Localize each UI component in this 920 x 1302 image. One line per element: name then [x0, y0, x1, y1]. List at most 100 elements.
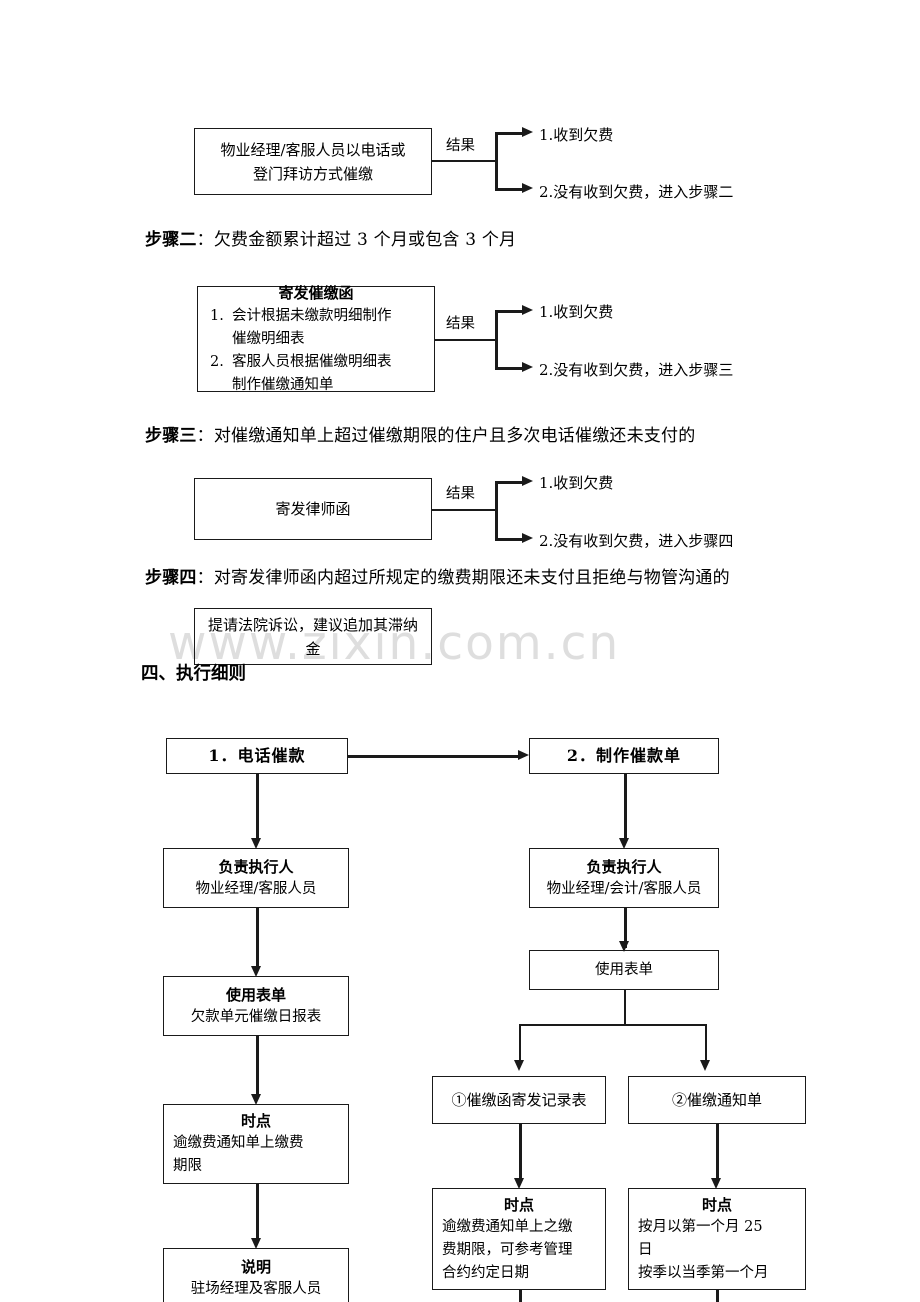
flow-left-node-4-sub: 驻场经理及客服人员 [190, 1280, 322, 1297]
flow-left-arrow-4 [251, 1238, 261, 1249]
flow-right-node-2-sub: 使用表单 [595, 961, 653, 978]
step-two-branch-text-1: 1.收到欠费 [539, 303, 614, 321]
flow-left-node-4: 说明 驻场经理及客服人员 [163, 1248, 349, 1302]
flow-left-arrow-3 [251, 1094, 261, 1105]
flow-left-node-3-sub-1: 逾缴费通知单上缴费 [173, 1135, 304, 1151]
step-one-branch-lower-arrow [522, 183, 533, 193]
flow-right-arrow-1 [619, 838, 629, 849]
step-three-heading-colon: ： [196, 426, 214, 446]
step-one-branch-lower-line [495, 188, 524, 191]
section-four-heading: 四、执行细则 [141, 664, 246, 684]
step-two-item-1-num: 1. [210, 307, 224, 324]
flow-head-connector-line [348, 755, 521, 758]
flow-left-node-3-title: 时点 [240, 1112, 271, 1130]
step-two-item-2-line-2: 制作催缴通知单 [232, 376, 334, 393]
step-three-box: 寄发律师函 [194, 478, 432, 540]
flow-left-node-3: 时点 逾缴费通知单上缴费 期限 [163, 1104, 349, 1184]
flow-left-line-4 [256, 1184, 259, 1242]
step-three-connector-line [432, 509, 496, 511]
step-two-branch-upper-line [495, 310, 524, 313]
flow-right-line-2 [624, 908, 627, 948]
list-item: 2. 客服人员根据催缴明细表 制作催缴通知单 [198, 351, 428, 397]
flow-right-time-2-title: 时点 [701, 1195, 732, 1214]
flow-right-time-2-tail [716, 1290, 719, 1302]
watermark-text: www.zixin.com.cn [168, 616, 621, 671]
flow-left-node-2-title: 使用表单 [225, 985, 286, 1004]
flow-right-form-2-line [716, 1124, 719, 1182]
flow-left-head-box: 1．电话催款 [166, 738, 348, 774]
flow-left-node-2: 使用表单 欠款单元催缴日报表 [163, 976, 349, 1036]
flow-right-head-label: 2．制作催款单 [566, 746, 682, 765]
step-four-heading-colon: ： [196, 568, 214, 588]
flow-right-time-2-sub-1: 按月以第一个月 25 [638, 1218, 763, 1235]
flow-left-line-3 [256, 1036, 259, 1098]
flow-right-time-1-tail [519, 1290, 522, 1302]
flow-right-time-2: 时点 按月以第一个月 25 日 按季以当季第一个月 [628, 1188, 806, 1290]
step-two-branch-text-2: 2.没有收到欠费，进入步骤三 [539, 361, 734, 379]
step-two-item-1-line-1: 会计根据未缴款明细制作 [232, 307, 392, 324]
flow-right-time-1-title: 时点 [503, 1195, 534, 1214]
flow-right-time-1-sub-2: 费期限，可参考管理 [442, 1241, 573, 1258]
step-four-heading: 步骤四：对寄发律师函内超过所规定的缴费期限还未支付且拒绝与物管沟通的 [145, 566, 730, 590]
step-two-box-title: 寄发催缴函 [278, 283, 354, 302]
step-two-box-list: 1. 会计根据未缴款明细制作 催缴明细表 2. 客服人员根据催缴明细表 制作催缴… [198, 305, 434, 397]
step-four-box-text: 提请法院诉讼，建议追加其滞纳金 [207, 615, 418, 658]
flow-right-form-2-arrow [711, 1178, 721, 1189]
step-two-heading: 步骤二：欠费金额累计超过 3 个月或包含 3 个月 [145, 228, 516, 252]
step-one-box-line-2: 登门拜访方式催缴 [252, 164, 373, 183]
step-three-branch-upper-arrow [522, 476, 533, 486]
step-two-branch-upper-arrow [522, 305, 533, 315]
flow-right-form-1-label: ①催缴函寄发记录表 [451, 1091, 587, 1109]
flow-right-form-1-line [519, 1124, 522, 1182]
flow-right-time-1-sub-1: 逾缴费通知单上之缴 [442, 1218, 573, 1235]
step-one-branch-text-2: 2.没有收到欠费，进入步骤二 [539, 183, 734, 201]
flow-right-split-right-arrow [700, 1060, 710, 1071]
step-three-heading: 步骤三：对催缴通知单上超过催缴期限的住户且多次电话催缴还未支付的 [145, 424, 695, 448]
flow-left-node-1-sub: 物业经理/客服人员 [195, 880, 317, 897]
step-one-result-label: 结果 [446, 138, 475, 154]
flow-right-time-2-sub-3: 按季以当季第一个月 [638, 1264, 769, 1281]
list-item: 1. 会计根据未缴款明细制作 催缴明细表 [198, 305, 428, 351]
step-two-result-label: 结果 [446, 316, 475, 332]
step-three-heading-label: 步骤三 [145, 426, 197, 446]
step-two-heading-text: 欠费金额累计超过 3 个月或包含 3 个月 [213, 230, 517, 250]
flow-right-arrow-2 [619, 941, 629, 952]
step-three-box-text: 寄发律师函 [275, 500, 351, 518]
flow-left-line-2 [256, 908, 259, 970]
flow-left-node-1-title: 负责执行人 [218, 857, 294, 876]
flow-left-arrow-2 [251, 966, 261, 977]
flow-left-line-1 [256, 774, 259, 842]
step-one-branch-upper-arrow [522, 127, 533, 137]
flow-left-head-label: 1．电话催款 [208, 746, 306, 765]
flow-right-split-right-line [705, 1024, 707, 1064]
flow-right-split-stem [624, 990, 626, 1025]
flow-right-node-1: 负责执行人 物业经理/会计/客服人员 [529, 848, 719, 908]
step-two-item-2-num: 2. [210, 353, 224, 370]
flow-right-time-1: 时点 逾缴费通知单上之缴 费期限，可参考管理 合约约定日期 [432, 1188, 606, 1290]
step-four-heading-label: 步骤四 [145, 568, 197, 588]
flow-left-node-3-sub-2: 期限 [173, 1158, 202, 1174]
step-three-branch-stem [495, 482, 498, 539]
flow-right-time-2-sub-2: 日 [638, 1241, 653, 1258]
step-two-branch-stem [495, 311, 498, 368]
flow-right-form-1-arrow [514, 1178, 524, 1189]
flow-right-node-1-title: 负责执行人 [586, 857, 662, 876]
step-three-branch-lower-line [495, 538, 524, 541]
step-three-branch-text-2: 2.没有收到欠费，进入步骤四 [539, 532, 734, 550]
step-three-branch-upper-line [495, 481, 524, 484]
step-two-heading-colon: ： [196, 230, 214, 250]
step-one-branch-text-1: 1.收到欠费 [539, 126, 614, 144]
step-two-box: 寄发催缴函 1. 会计根据未缴款明细制作 催缴明细表 2. 客服人员根据催缴明细… [197, 284, 435, 393]
flow-right-split-left-arrow [514, 1060, 524, 1071]
step-one-branch-upper-line [495, 132, 524, 135]
flow-right-line-1 [624, 774, 627, 842]
flow-right-node-2: 使用表单 [529, 950, 719, 990]
flow-left-node-4-title: 说明 [240, 1257, 271, 1276]
flow-left-arrow-1 [251, 838, 261, 849]
flow-right-split-bar [519, 1024, 706, 1026]
flow-right-form-2: ②催缴通知单 [628, 1076, 806, 1124]
step-two-branch-lower-arrow [522, 362, 533, 372]
flow-right-form-1: ①催缴函寄发记录表 [432, 1076, 606, 1124]
flow-right-form-2-label: ②催缴通知单 [671, 1091, 762, 1109]
